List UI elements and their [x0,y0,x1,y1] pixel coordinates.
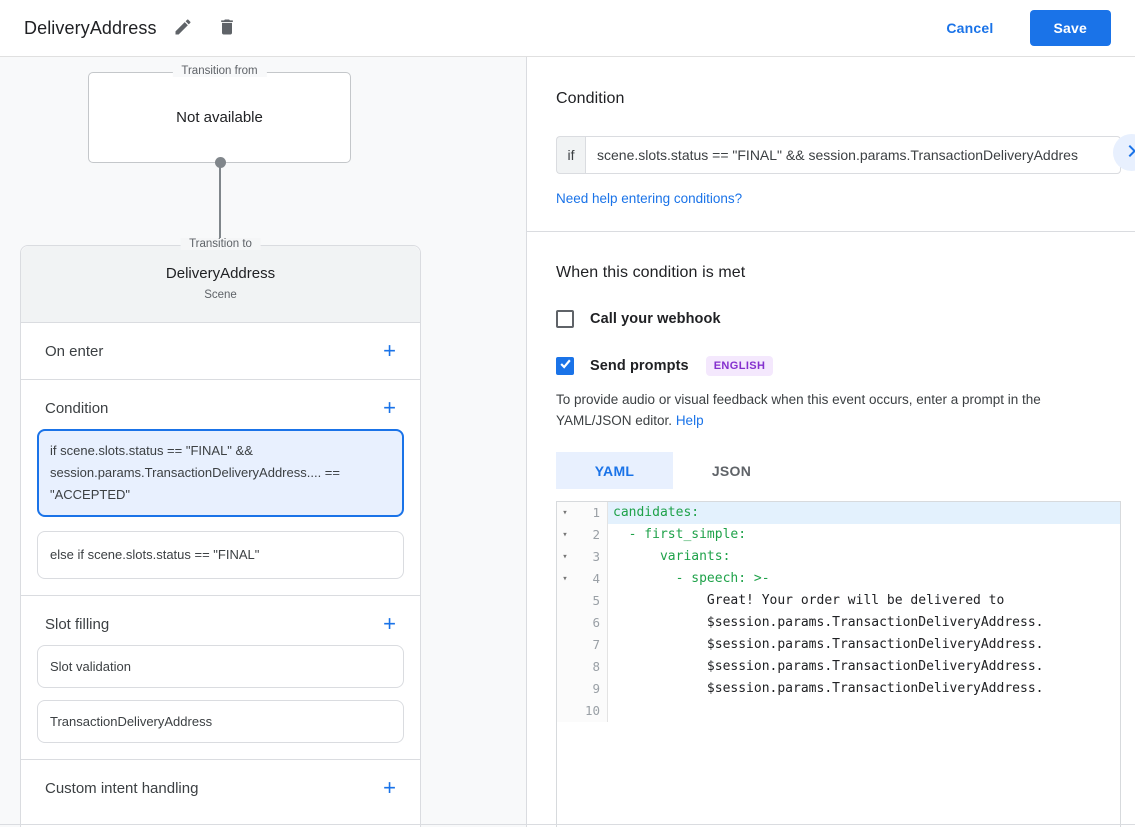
code-text: $session.params.TransactionDeliveryAddre… [613,681,1044,696]
condition-panel-title: Condition [556,90,625,107]
scene-card: Transition to DeliveryAddress Scene On e… [20,238,421,827]
top-bar: DeliveryAddress Cancel Save [0,0,1135,57]
condition-section-label: Condition [45,399,109,417]
send-prompts-checkbox[interactable] [556,357,574,375]
code-text [608,700,1120,722]
code-text: - speech: >- [613,571,770,586]
pencil-icon [173,17,193,40]
line-number: 6 [592,615,600,630]
condition-expression-row: if scene.slots.status == "FINAL" && sess… [556,136,1121,174]
on-enter-section: On enter + [21,322,420,379]
code-line[interactable]: ▾ 3 variants: [557,546,1120,568]
code-line[interactable]: ▾ 4 - speech: >- [557,568,1120,590]
code-line[interactable]: 9 $session.params.TransactionDeliveryAdd… [557,678,1120,700]
transition-from-legend: Transition from [172,65,267,77]
scene-type-label: Scene [204,289,237,301]
transition-from-box: Transition from Not available [88,65,351,163]
add-on-enter-button[interactable]: + [383,338,396,363]
code-line[interactable]: 5 Great! Your order will be delivered to [557,590,1120,612]
send-prompts-check-row[interactable]: Send prompts ENGLISH [556,356,1135,376]
conditions-help-link[interactable]: Need help entering conditions? [556,191,743,206]
send-prompts-label: Send prompts [590,358,689,374]
scene-card-header: DeliveryAddress Scene [21,246,420,322]
line-number: 7 [592,637,600,652]
scene-name: DeliveryAddress [165,265,276,282]
fold-toggle-icon[interactable]: ▾ [562,508,568,518]
flow-diagram-panel: Transition from Not available Transition… [0,57,527,827]
fold-toggle-icon[interactable]: ▾ [562,530,568,540]
tab-json[interactable]: JSON [673,452,790,489]
code-line[interactable]: 8 $session.params.TransactionDeliveryAdd… [557,656,1120,678]
code-line[interactable]: ▾ 2 - first_simple: [557,524,1120,546]
if-prefix-label: if [556,136,585,174]
delete-scene-button[interactable] [209,10,245,46]
code-text: $session.params.TransactionDeliveryAddre… [613,659,1044,674]
condition-expression-input[interactable]: scene.slots.status == "FINAL" && session… [585,136,1121,174]
prompts-help-link[interactable]: Help [675,413,704,428]
chevron-right-icon [1120,139,1135,166]
slot-validation-card[interactable]: Slot validation [37,645,404,688]
editor-tabs: YAML JSON [556,452,1135,489]
code-text: - first_simple: [613,527,747,542]
code-line[interactable]: 10 [557,700,1120,722]
code-text: Great! Your order will be delivered to [613,593,1005,608]
when-met-title: When this condition is met [556,264,746,281]
cancel-button[interactable]: Cancel [930,12,1009,44]
code-line[interactable]: 7 $session.params.TransactionDeliveryAdd… [557,634,1120,656]
condition-section: Condition + if scene.slots.status == "FI… [21,379,420,595]
fold-toggle-icon[interactable]: ▾ [562,552,568,562]
code-line[interactable]: ▾ 1 candidates: [557,502,1120,524]
transition-to-legend: Transition to [180,238,261,250]
slot-filling-label: Slot filling [45,615,110,633]
save-button[interactable]: Save [1029,10,1111,46]
condition-card[interactable]: else if scene.slots.status == "FINAL" [37,531,404,579]
fold-toggle-icon[interactable]: ▾ [562,574,568,584]
line-number: 1 [592,505,600,520]
custom-intent-section: Custom intent handling + [21,759,420,816]
line-number: 10 [584,703,600,718]
code-line[interactable]: 6 $session.params.TransactionDeliveryAdd… [557,612,1120,634]
trash-icon [217,17,237,40]
checkmark-icon [559,357,572,375]
prompts-description-text: To provide audio or visual feedback when… [556,392,1041,428]
collapse-panel-button[interactable] [1113,134,1135,171]
edit-title-button[interactable] [165,10,201,46]
tab-yaml[interactable]: YAML [556,452,673,489]
code-text: candidates: [608,502,1120,524]
condition-card-selected[interactable]: if scene.slots.status == "FINAL" && sess… [37,429,404,517]
language-badge: ENGLISH [705,356,774,376]
line-number: 3 [592,549,600,564]
webhook-label: Call your webhook [590,311,721,327]
line-number: 4 [592,571,600,586]
line-number: 5 [592,593,600,608]
add-custom-intent-button[interactable]: + [383,775,396,800]
webhook-check-row[interactable]: Call your webhook [556,310,1135,328]
line-number: 9 [592,681,600,696]
webhook-checkbox[interactable] [556,310,574,328]
line-number: 2 [592,527,600,542]
section-divider [527,231,1135,232]
code-text: $session.params.TransactionDeliveryAddre… [613,637,1044,652]
yaml-code-editor[interactable]: ▾ 1 candidates: ▾ 2 - first_simple: ▾ 3 var… [556,501,1121,827]
slot-card[interactable]: TransactionDeliveryAddress [37,700,404,743]
code-text: $session.params.TransactionDeliveryAddre… [613,615,1044,630]
line-number: 8 [592,659,600,674]
slot-filling-section: Slot filling + Slot validation Transacti… [21,595,420,759]
on-enter-label: On enter [45,342,104,360]
add-condition-button[interactable]: + [383,395,396,420]
page-title: DeliveryAddress [24,17,157,38]
condition-detail-panel: Condition if scene.slots.status == "FINA… [527,57,1135,827]
transition-from-value: Not available [176,109,263,126]
code-text: variants: [613,549,731,564]
add-slot-button[interactable]: + [383,611,396,636]
custom-intent-label: Custom intent handling [45,779,199,797]
prompts-description: To provide audio or visual feedback when… [556,389,1108,431]
page-bottom-divider [0,824,1135,825]
